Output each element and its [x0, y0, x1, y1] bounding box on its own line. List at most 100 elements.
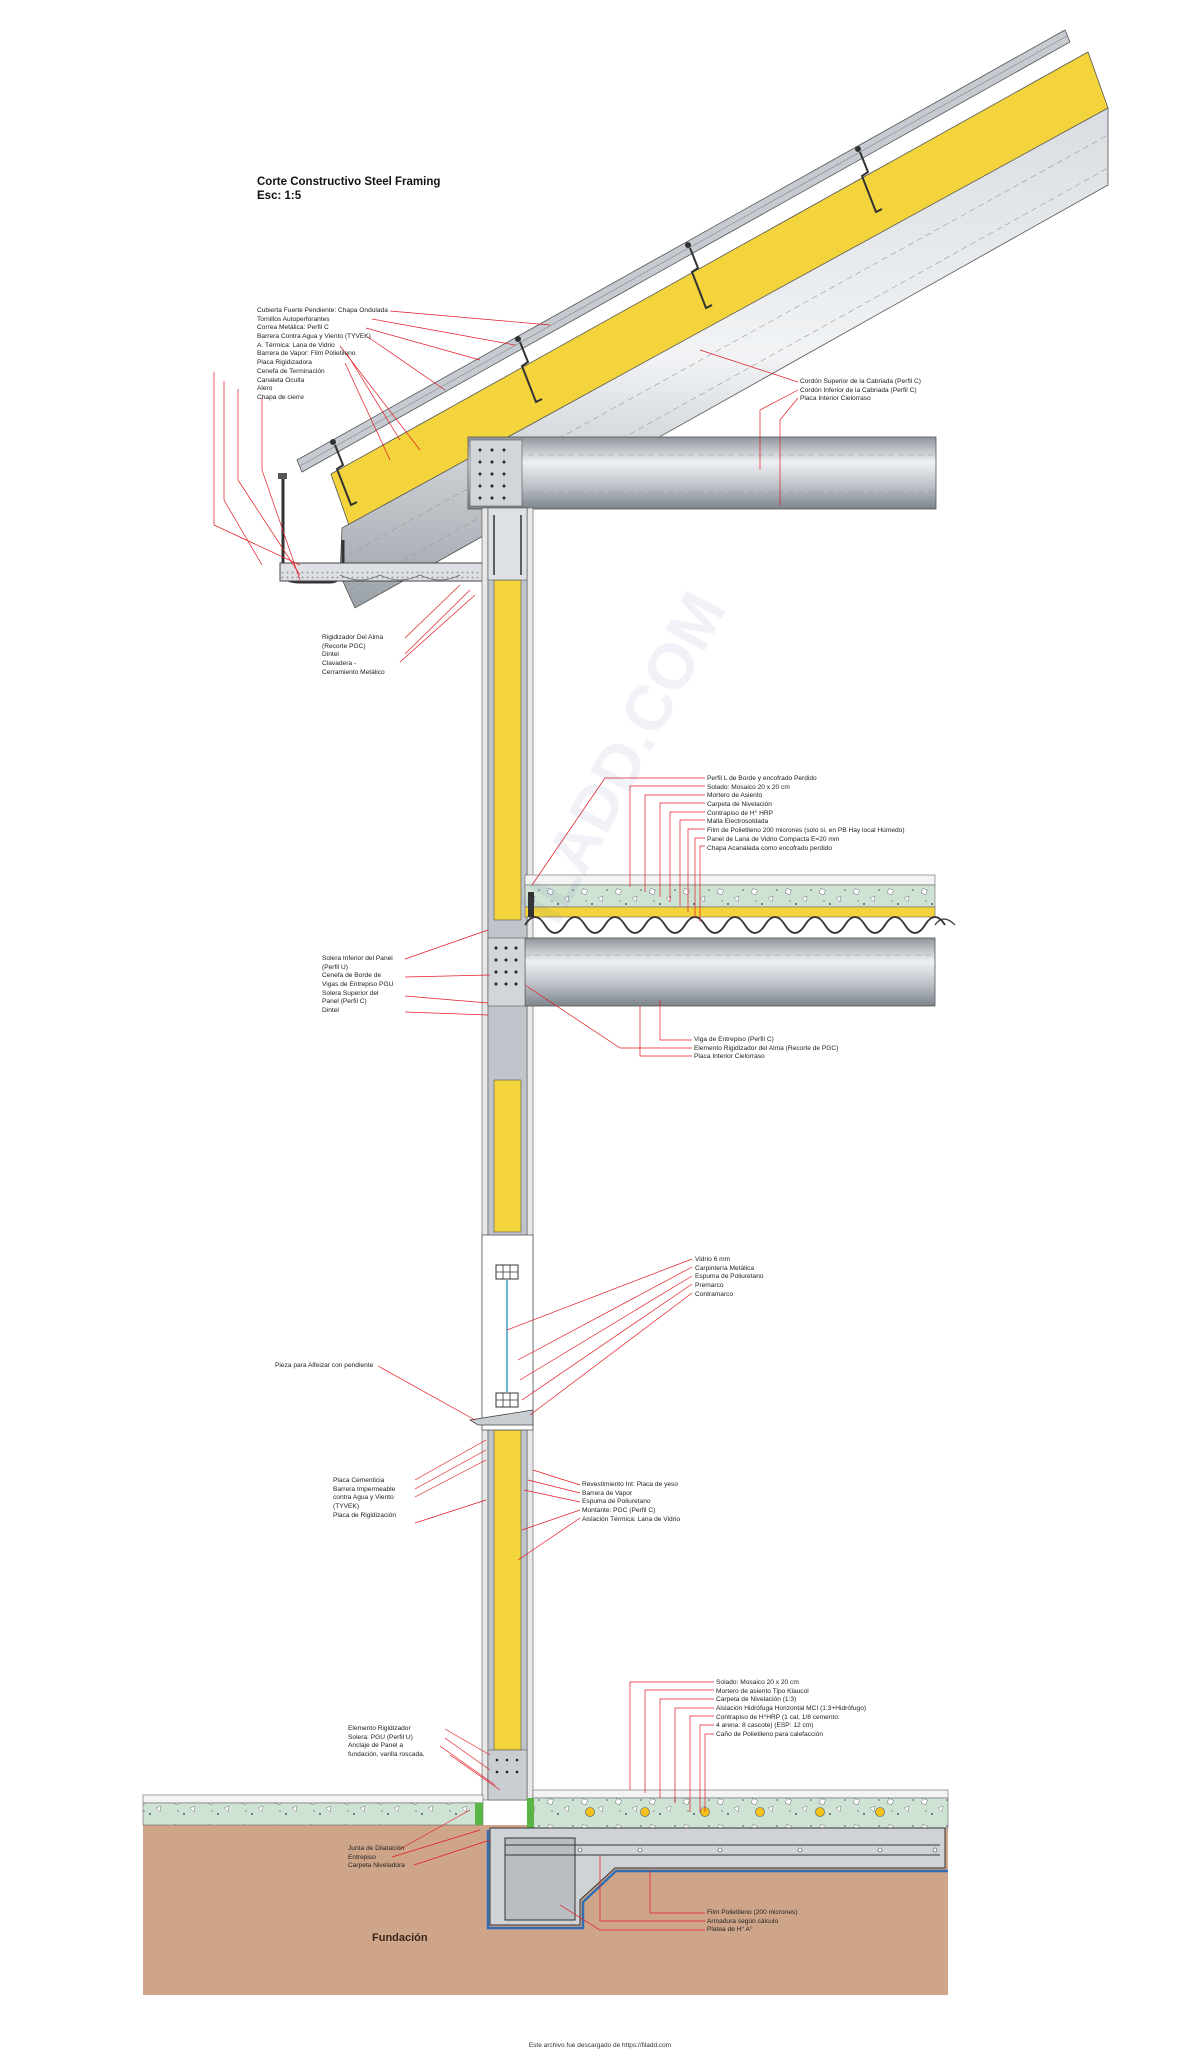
labels-roof-left: Cubierta Fuerte Pendiente: Chapa Ondulad… [257, 307, 388, 403]
leader-line [674, 1707, 714, 1803]
leader-line [389, 310, 551, 326]
labels-window-left: Pieza para Alfeizar con pendiente [275, 1362, 373, 1371]
callout-label: Dintel [322, 651, 339, 659]
callout-label: Cubierta Fuerte Pendiente: Chapa Ondulad… [257, 307, 388, 314]
callout-label: Anclaje de Panel a [348, 1742, 403, 1750]
drawing-scale: Esc: 1:5 [257, 190, 302, 202]
leader-line [759, 389, 799, 470]
callout-label: Placa Interior Cielorraso [694, 1053, 765, 1061]
callout-label: Cordón Inferior de la Cabriada (Perfil C… [800, 386, 917, 394]
leader-line [694, 837, 705, 918]
callout-label: Dintel [322, 1007, 339, 1015]
leader-line [517, 1517, 581, 1561]
callout-label: Carpeta Niveladora [348, 1862, 405, 1870]
leader-line [404, 974, 491, 978]
leader-line [414, 1499, 487, 1524]
callout-label: Clavadera - [322, 660, 357, 668]
callout-label: Pieza para Alfeizar con pendiente [275, 1362, 374, 1369]
leader-line [444, 1728, 491, 1756]
intermediate-floor [487, 874, 956, 1007]
leader-line [699, 845, 705, 922]
foundation [142, 1789, 949, 1995]
steel-frame-wall [468, 507, 534, 1801]
leader-line [523, 1489, 581, 1503]
callout-label: Chapa de cierre [257, 393, 304, 401]
callout-label: Panel de Lana de Vidrio Compacta E=20 mm [707, 835, 840, 843]
callout-label: Platea de H° A° [707, 1926, 753, 1934]
leader-line [699, 1724, 714, 1812]
callout-label: Carpeta de Nivelación (1:3) [716, 1696, 797, 1704]
callout-label: Barrera Impermeable [333, 1485, 396, 1493]
callout-label: Contrapiso de H°HRP (1 cal, 1/8 cemento: [716, 1713, 840, 1721]
leader-line [377, 1365, 476, 1421]
callout-label: Mortero de Asiento [707, 792, 763, 800]
labels-floor-bottom: Viga de Entrepiso (Perfil C)Elemento Rig… [694, 1036, 838, 1062]
leader-line [521, 1283, 693, 1401]
leader-line [519, 1275, 693, 1381]
leader-line [532, 1469, 581, 1486]
leader-line [261, 398, 301, 581]
leader-line [237, 389, 301, 576]
leader-line [404, 1011, 489, 1016]
leader-line [629, 785, 705, 887]
leader-line [559, 1904, 705, 1931]
leader-line [404, 589, 471, 655]
callout-label: Solera Superior del [322, 989, 379, 997]
roof-assembly [278, 29, 1109, 609]
leader-line [644, 794, 705, 892]
callout-label: Cenefa de Terminación [257, 367, 325, 375]
callout-label: Placa Cementicia [333, 1477, 385, 1484]
leader-line [444, 1737, 491, 1771]
leader-line [399, 594, 476, 663]
callout-label: contra Agua y Viento [333, 1494, 394, 1502]
callout-label: Espuma de Poliuretano [582, 1498, 651, 1506]
callout-label: Solado: Mosaico 20 x 20 cm [707, 783, 790, 791]
leader-line [659, 1698, 714, 1798]
leader-line [365, 327, 481, 361]
callout-label: Film Polietileno (200 micrones) [707, 1909, 798, 1916]
callout-label: Vidrio 6 mm [695, 1256, 731, 1263]
callout-label: Montante: PGC (Perfil C) [582, 1507, 656, 1515]
callout-label: Solado: Mosaico 20 x 20 cm [716, 1679, 799, 1686]
callout-label: Carpintería Metálica [695, 1264, 755, 1272]
leader-line [413, 1839, 491, 1866]
labels-floor-left: Solera Inferior del Panel(Perfil U)Cenef… [322, 955, 393, 1016]
leader-line [689, 1715, 714, 1812]
leader-line [679, 819, 705, 906]
labels-base-bottom-right: Film Polietileno (200 micrones)Armadura … [707, 1909, 798, 1935]
callout-label: Cordón Superior de la Cabriada (Perfil C… [800, 378, 921, 385]
callout-label: Placa Rigidizadora [257, 359, 312, 367]
callout-label: Tornillos Autoperforantes [257, 315, 330, 323]
leader-line [371, 318, 516, 346]
callout-label: fundación, varilla roscada. [348, 1751, 425, 1759]
leader-lines [213, 310, 799, 1931]
callout-label: 4 arena: 8 cascote) (ESP: 12 cm) [716, 1722, 814, 1730]
leader-line [521, 1509, 581, 1531]
callout-label: Cenefa de Borde de [322, 972, 382, 980]
callout-label: Barrera de Vapor [582, 1489, 633, 1497]
leader-line [339, 345, 421, 451]
leader-line [414, 1439, 487, 1481]
callout-label: Contrapiso de H° HRP [707, 809, 774, 817]
callout-label: (TYVEK) [333, 1503, 360, 1511]
callout-label: Carpeta de Nivelación [707, 801, 772, 809]
leader-line [391, 1829, 481, 1858]
leader-line [223, 381, 263, 566]
callout-label: Placa Interior Cielorraso [800, 395, 871, 403]
leader-line [529, 1292, 693, 1416]
leader-line [367, 336, 446, 391]
callout-label: Viga de Entrepiso (Perfil C) [694, 1036, 774, 1043]
leader-line [699, 349, 799, 383]
callout-label: Entrepiso [348, 1853, 376, 1861]
foundation-label: Fundación [372, 1932, 428, 1944]
callout-label: Elemento Rigidizador [348, 1725, 411, 1732]
leader-line [449, 1754, 501, 1791]
callout-label: Alero [257, 385, 273, 393]
